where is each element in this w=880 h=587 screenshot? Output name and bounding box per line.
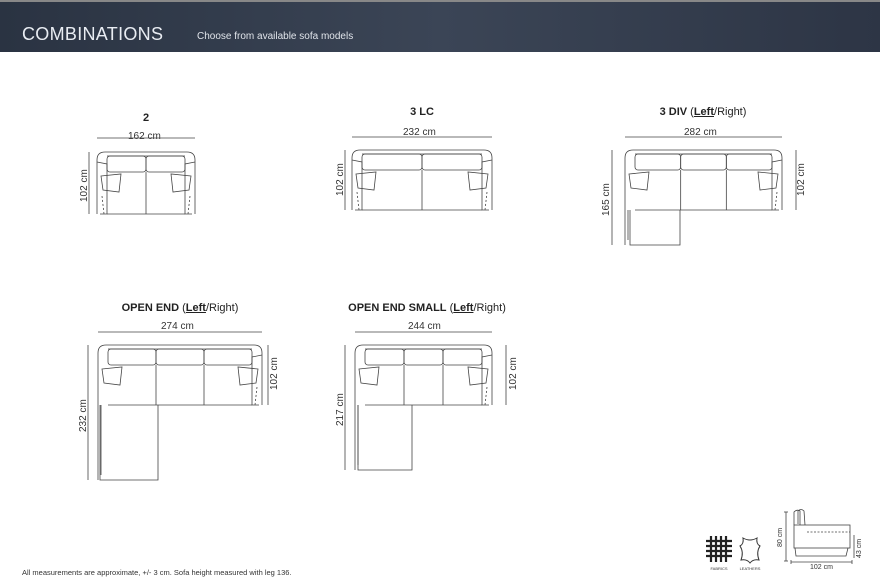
right-option[interactable]: Right [717, 106, 743, 118]
width-label: 244 cm [408, 321, 441, 332]
sofa-frame [624, 149, 783, 210]
right-arm [481, 354, 493, 406]
model-title: 3 DIV (Left/Right) [659, 106, 747, 118]
leg-dashed [484, 386, 488, 406]
pillow [358, 366, 380, 386]
pillow [170, 173, 192, 193]
footnote: All measurements are approximate, +/- 3 … [22, 568, 292, 577]
left-option[interactable]: Left [185, 302, 206, 314]
sofa-frame [354, 344, 493, 405]
model-title: OPEN END SMALL (Left/Right) [348, 302, 506, 314]
left-arm [351, 159, 363, 211]
right-option[interactable]: Right [476, 302, 503, 314]
leg-dashed [187, 195, 191, 215]
leg-dashed [356, 191, 360, 211]
width-label: 232 cm [403, 127, 436, 138]
header-bar: COMBINATIONS Choose from available sofa … [0, 0, 880, 52]
pillow [101, 366, 123, 386]
pillow [467, 171, 489, 191]
right-option[interactable]: Right [209, 302, 235, 314]
leg-dashed [101, 195, 105, 215]
side-depth-label: 102 cm [810, 564, 833, 571]
pillow [237, 366, 259, 386]
sofa-frame [96, 151, 196, 214]
right-arm [184, 161, 196, 215]
chaise-longue [624, 210, 681, 246]
pillow [355, 171, 377, 191]
model-title: 2 [142, 112, 150, 124]
leather-icon [739, 537, 761, 564]
height-label: 80 cm [777, 527, 784, 547]
width-label: 162 cm [128, 131, 161, 142]
model-title: OPEN END (Left/Right) [121, 302, 239, 314]
page-subtitle: Choose from available sofa models [197, 31, 354, 42]
right-arm [481, 159, 493, 211]
leg-dashed [484, 191, 488, 211]
chaise-longue [97, 405, 159, 481]
pillow [467, 366, 489, 386]
model-title: 3 LC [410, 106, 434, 118]
width-label: 274 cm [161, 321, 194, 332]
left-option[interactable]: Left [693, 106, 714, 118]
leg-dashed [774, 191, 778, 211]
fabrics-icon [706, 536, 732, 562]
width-label: 282 cm [684, 127, 717, 138]
sofa-frame [351, 149, 493, 210]
pillow [100, 173, 122, 193]
pillow [628, 171, 650, 191]
leg-dashed [254, 386, 258, 406]
sofa-frame [97, 344, 263, 405]
right-arm [251, 354, 263, 406]
seat-height-label: 43 cm [856, 538, 863, 558]
left-option[interactable]: Left [453, 302, 474, 314]
leathers-label: LEATHERS [739, 566, 761, 571]
fabrics-label: FABRICS [710, 566, 728, 571]
pillow [757, 171, 779, 191]
right-arm [771, 159, 783, 211]
left-arm [96, 161, 108, 215]
page-title: COMBINATIONS [22, 24, 164, 44]
